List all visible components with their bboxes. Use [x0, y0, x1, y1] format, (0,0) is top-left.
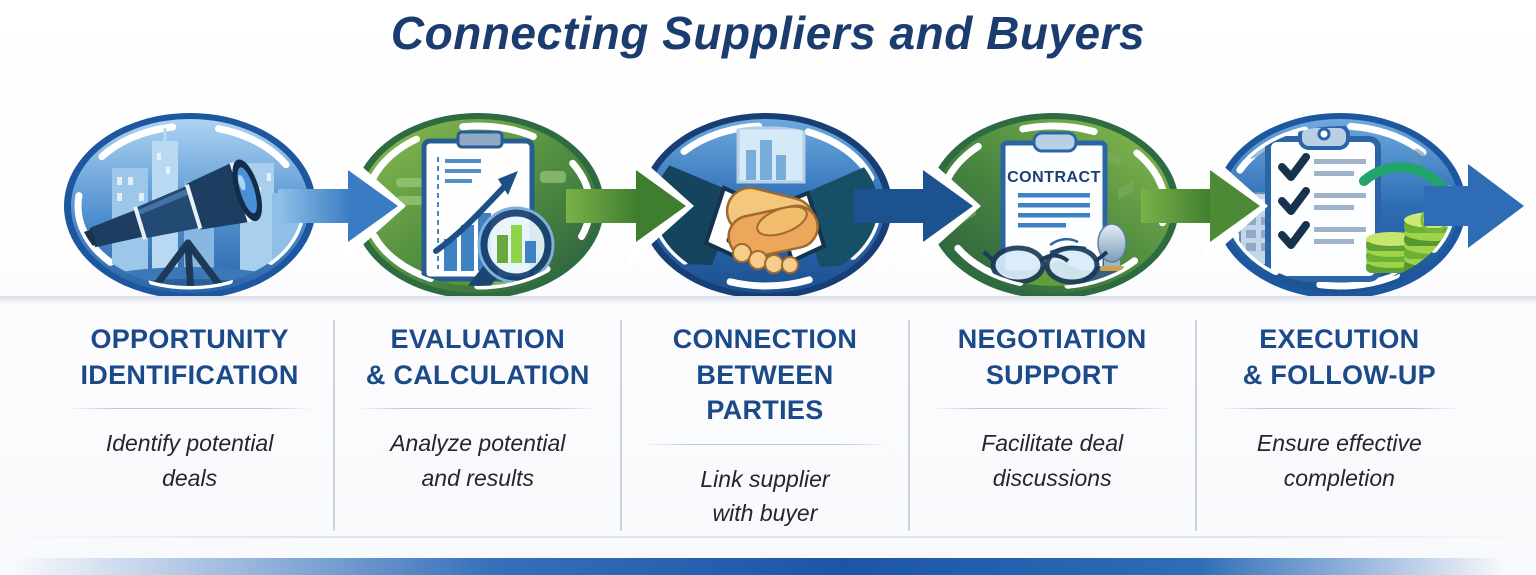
heading-divider — [66, 408, 314, 410]
step-description: Identify potential deals — [105, 430, 274, 491]
heading-divider — [355, 408, 601, 410]
arrow-3-4 — [854, 170, 973, 242]
step-column-3: CONNECTION BETWEEN PARTIES Link supplier… — [620, 320, 907, 531]
checklist-rows — [1278, 153, 1366, 249]
footer-baseline — [0, 536, 1536, 538]
step-heading: NEGOTIATION SUPPORT — [957, 324, 1147, 390]
arrow-2-3 — [566, 170, 686, 242]
step-columns: OPPORTUNITY IDENTIFICATION Identify pote… — [46, 320, 1482, 531]
arrow-out — [1424, 164, 1524, 248]
page-title: Connecting Suppliers and Buyers — [390, 7, 1146, 59]
arrow-4-5 — [1141, 170, 1260, 242]
telescope — [83, 159, 263, 248]
heading-divider — [1216, 408, 1462, 410]
step-column-5: EXECUTION & FOLLOW-UP Ensure effective c… — [1194, 320, 1482, 531]
step-heading: CONNECTION BETWEEN PARTIES — [672, 324, 858, 426]
arrow-1-2 — [278, 170, 398, 242]
step-heading: EVALUATION & CALCULATION — [365, 324, 590, 390]
step-description: Facilitate deal discussions — [981, 430, 1124, 491]
step-column-2: EVALUATION & CALCULATION Analyze potenti… — [333, 320, 620, 531]
step-description: Link supplier with buyer — [700, 465, 830, 527]
step-column-1: OPPORTUNITY IDENTIFICATION Identify pote… — [46, 320, 333, 531]
step-heading: OPPORTUNITY IDENTIFICATION — [80, 324, 299, 390]
magnifier — [461, 206, 555, 286]
ground-line — [0, 296, 1536, 306]
contract-label: CONTRACT — [1007, 169, 1101, 186]
heading-divider — [929, 408, 1175, 410]
step-description: Ensure effective completion — [1256, 430, 1422, 491]
flow-arrows — [278, 164, 1524, 248]
heading-divider — [642, 443, 888, 445]
chart-magnifier-icon — [396, 130, 566, 286]
step-column-4: NEGOTIATION SUPPORT Facilitate deal disc… — [907, 320, 1195, 531]
footer-accent-bar — [0, 558, 1536, 575]
step-description: Analyze potential and results — [390, 430, 566, 491]
step-heading: EXECUTION & FOLLOW-UP — [1242, 324, 1436, 390]
glasses — [982, 245, 1109, 285]
process-icons: CONTRACT — [64, 113, 1524, 299]
